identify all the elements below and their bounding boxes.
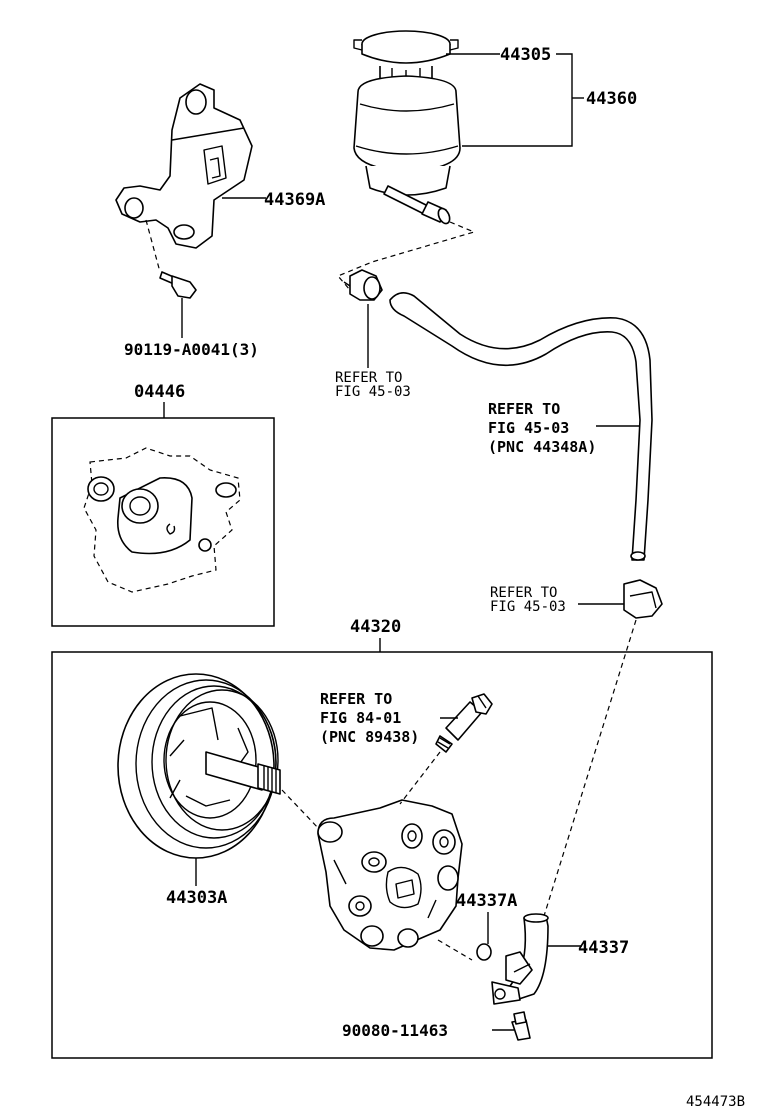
label-44320: 44320 [350, 617, 401, 637]
ref-clamp-upper-line1: REFER TO [335, 370, 402, 386]
label-90080: 90080-11463 [342, 1021, 448, 1040]
label-44369a: 44369A [264, 190, 325, 210]
figure-id: 454473B [686, 1094, 745, 1110]
hose-clamp-upper[interactable] [343, 269, 383, 301]
pressure-switch[interactable] [435, 693, 493, 753]
bolt-upper[interactable] [159, 271, 197, 299]
ref-hose-line3: (PNC 44348A) [488, 438, 596, 456]
ref-hose-line2: FIG 45-03 [488, 419, 569, 437]
ref-sensor-line2: FIG 84-01 [320, 709, 401, 727]
label-44305: 44305 [500, 45, 551, 65]
label-44337a: 44337A [456, 891, 517, 911]
gasket-kit[interactable] [83, 447, 241, 593]
ref-clamp-upper-line2: FIG 45-03 [335, 384, 411, 400]
label-04446: 04446 [134, 382, 185, 402]
suction-hose[interactable] [389, 292, 653, 561]
o-ring[interactable] [476, 943, 492, 961]
suction-union[interactable] [491, 913, 549, 1005]
label-90119: 90119-A0041(3) [124, 340, 259, 359]
pump-assy-box [51, 651, 713, 1059]
label-44337: 44337 [578, 938, 629, 958]
pulley[interactable] [117, 673, 281, 859]
ref-sensor-line1: REFER TO [320, 690, 392, 708]
label-44303a: 44303A [166, 888, 227, 908]
ref-hose-line1: REFER TO [488, 400, 560, 418]
label-44360: 44360 [586, 89, 637, 109]
gasket-kit-box [51, 417, 275, 627]
ref-sensor-line3: (PNC 89438) [320, 728, 419, 746]
reservoir-bracket[interactable] [115, 83, 253, 249]
hose-clamp-lower[interactable] [623, 579, 663, 619]
power-steering-pump[interactable] [317, 799, 463, 951]
ref-clamp-lower-line2: FIG 45-03 [490, 599, 566, 615]
ref-clamp-lower-line1: REFER TO [490, 585, 557, 601]
reservoir-tank[interactable] [353, 30, 461, 225]
bolt-lower[interactable] [511, 1011, 531, 1041]
